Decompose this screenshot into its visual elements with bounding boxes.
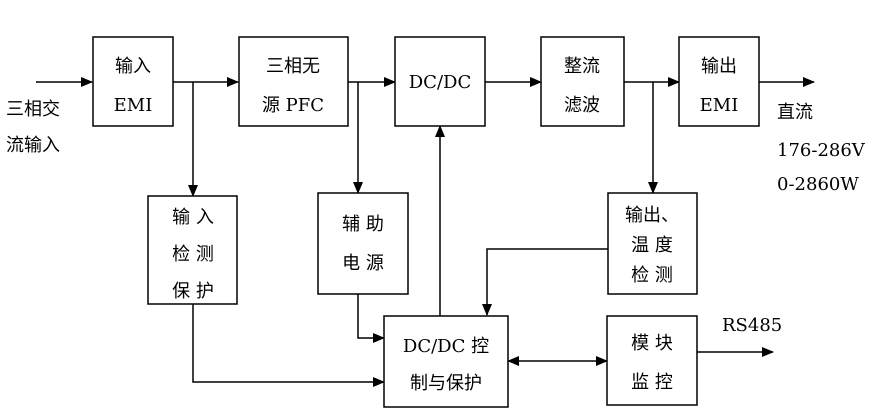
rectifier-label-2: 滤波	[564, 95, 600, 116]
ac-input-label-1: 三相交	[6, 99, 60, 120]
input-protect-block: 输 入 检 测 保 护	[147, 195, 238, 305]
dcdc-control-protect-block: DC/DC 控 制与保护	[383, 315, 509, 408]
output-emi-block: 输出 EMI	[678, 36, 760, 127]
pfc-block: 三相无 源 PFC	[238, 36, 349, 127]
input-emi-label-1: 输入	[115, 56, 151, 77]
pfc-label-2: 源 PFC	[262, 95, 324, 116]
dc-output-label-1: 直流	[777, 102, 813, 123]
pfc-label-1: 三相无	[266, 56, 320, 77]
input-protect-to-control-arrow	[192, 304, 385, 387]
output-temp-detect-block: 输出、 温 度 检 测	[607, 192, 698, 295]
output-emi-label-1: 输出	[701, 56, 737, 77]
rs485-label: RS485	[722, 315, 782, 336]
output-detect-label-1: 输出、	[625, 205, 679, 226]
dcdc-block: DC/DC	[394, 36, 486, 127]
input-protect-label-2: 检 测	[172, 244, 214, 265]
dc-output-power-label: 0-2860W	[777, 174, 859, 195]
input-protect-label-3: 保 护	[172, 281, 214, 302]
output-detect-label-2: 温 度	[631, 235, 673, 256]
ac-input-label-2: 流输入	[6, 135, 60, 156]
aux-power-label-2: 电 源	[342, 253, 384, 274]
input-emi-label-2: EMI	[114, 95, 153, 116]
aux-power-to-control-arrow	[357, 294, 385, 343]
rectifier-label-1: 整流	[564, 56, 600, 77]
control-label-1: DC/DC 控	[403, 336, 489, 357]
monitor-label-2: 监 控	[631, 372, 673, 393]
input-emi-block: 输入 EMI	[92, 36, 174, 127]
control-label-2: 制与保护	[410, 373, 482, 394]
dc-output-voltage-label: 176-286V	[777, 140, 866, 161]
monitor-label-1: 模 块	[631, 333, 673, 354]
output-detect-to-control-arrow	[482, 248, 608, 316]
rectifier-filter-block: 整流 滤波	[540, 36, 625, 127]
module-monitor-block: 模 块 监 控	[606, 315, 698, 406]
input-protect-label-1: 输 入	[172, 207, 214, 228]
dcdc-label: DC/DC	[409, 72, 471, 93]
output-detect-label-3: 检 测	[631, 265, 673, 286]
connections	[36, 77, 815, 387]
output-emi-label-2: EMI	[700, 95, 739, 116]
aux-power-block: 辅 助 电 源	[317, 192, 409, 295]
aux-power-label-1: 辅 助	[342, 214, 384, 235]
